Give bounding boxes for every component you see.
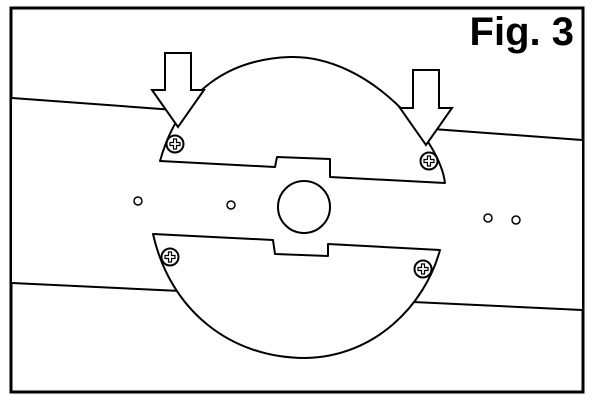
down-arrow-icon: [398, 69, 454, 147]
plate-hole: [226, 200, 236, 210]
down-arrow-icon: [150, 52, 206, 129]
plate-hole: [511, 215, 521, 225]
center-bore: [277, 180, 331, 234]
phillips-screw-icon: [413, 259, 433, 279]
phillips-screw-icon: [160, 247, 180, 267]
lower-insert-half: [152, 233, 441, 359]
plate-hole: [483, 213, 493, 223]
phillips-screw-icon: [419, 151, 439, 171]
phillips-screw-icon: [165, 134, 185, 154]
plate-hole: [133, 196, 143, 206]
figure-label: Fig. 3: [469, 10, 574, 54]
